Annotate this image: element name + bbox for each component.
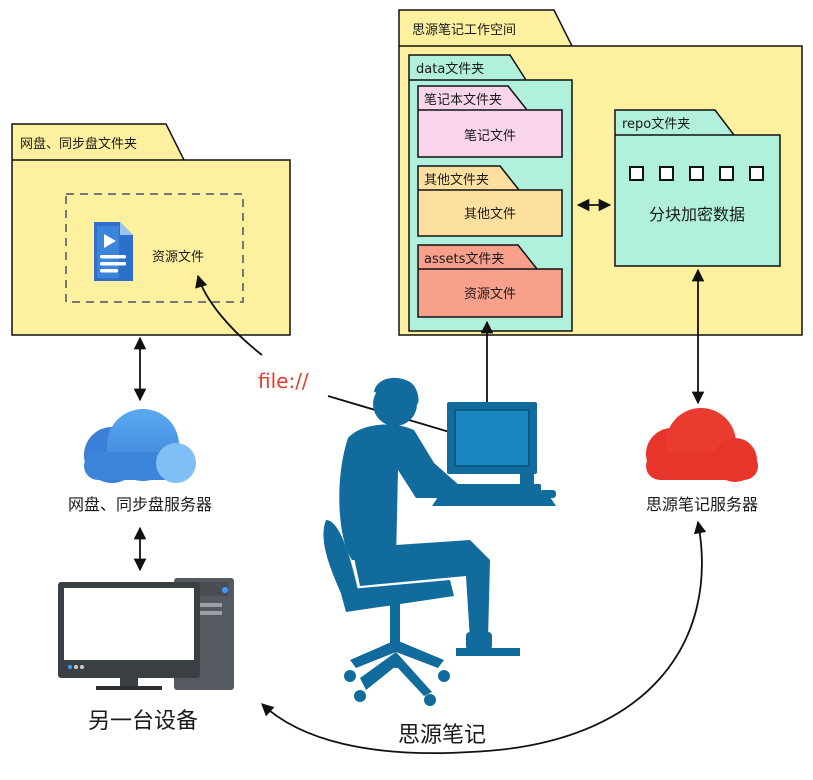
data-folder-tab-label: data文件夹: [416, 62, 484, 77]
encrypted-block: [749, 166, 764, 181]
netdisk-folder-tab-label: 网盘、同步盘文件夹: [20, 136, 137, 152]
desktop-computer-icon: [58, 578, 234, 690]
siyuan-server-label: 思源笔记服务器: [646, 495, 758, 514]
encrypted-block: [719, 166, 734, 181]
note-file-label: 笔记文件: [464, 128, 516, 144]
netdisk-folder[interactable]: 网盘、同步盘文件夹 资源文件: [11, 123, 291, 336]
siyuan-cloud-icon: [646, 408, 758, 482]
other-folder-tab-label: 其他文件夹: [424, 173, 489, 188]
assets-folder-tab-label: assets文件夹: [424, 252, 504, 267]
assets-folder[interactable]: assets文件夹 资源文件: [417, 244, 563, 318]
repo-folder-tab-label: repo文件夹: [622, 117, 690, 132]
netdisk-cloud-icon: [84, 409, 196, 483]
encrypted-blocks: [629, 166, 764, 181]
siyuan-server-device-arrow: [261, 520, 707, 755]
netdisk-server-label: 网盘、同步盘服务器: [68, 495, 212, 514]
user-at-computer-icon: [323, 377, 556, 706]
other-file-label: 其他文件: [464, 207, 516, 222]
notebook-folder[interactable]: 笔记本文件夹 笔记文件: [417, 85, 563, 158]
other-folder[interactable]: 其他文件夹 其他文件: [417, 165, 563, 237]
netdisk-resource-file-label: 资源文件: [152, 250, 204, 265]
notebook-folder-tab-label: 笔记本文件夹: [424, 92, 502, 108]
encrypted-block: [629, 166, 644, 181]
assets-resource-file-label: 资源文件: [464, 287, 516, 302]
file-link-arrow: [195, 274, 263, 356]
repo-folder[interactable]: repo文件夹 分块加密数据: [614, 109, 781, 267]
encrypted-data-label: 分块加密数据: [649, 205, 745, 224]
encrypted-block: [689, 166, 704, 181]
resource-file-dashed-box: [65, 193, 244, 303]
workspace-tab-label: 思源笔记工作空间: [412, 22, 516, 38]
file-link-label: file://: [258, 369, 309, 393]
other-device-label: 另一台设备: [88, 709, 198, 734]
document-icon: [94, 222, 133, 281]
user-label: 思源笔记: [398, 723, 486, 748]
encrypted-block: [659, 166, 674, 181]
